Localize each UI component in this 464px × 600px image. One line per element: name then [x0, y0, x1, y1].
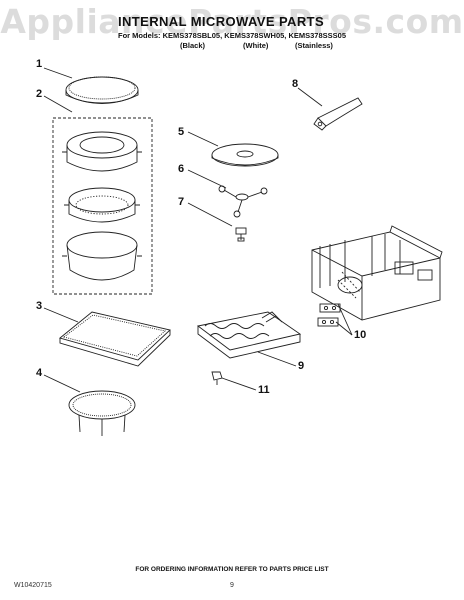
leader-3	[43, 307, 79, 323]
callout-9: 9	[298, 360, 305, 372]
callout-10: 10	[354, 329, 367, 341]
ordering-note: FOR ORDERING INFORMATION REFER TO PARTS …	[135, 566, 329, 573]
callout-4: 4	[36, 367, 43, 379]
bracket-plates-part	[317, 303, 341, 327]
baking-tray-part	[59, 311, 171, 367]
callout-2: 2	[36, 88, 43, 100]
crisper-tray-part	[65, 76, 139, 104]
callout-8: 8	[292, 78, 299, 90]
callout-5: 5	[178, 126, 185, 138]
leader-8	[297, 87, 323, 107]
variant-stainless: (Stainless)	[295, 41, 333, 50]
leader-10a	[335, 321, 353, 336]
microwave-cavity	[311, 225, 443, 321]
grill-heater-part	[196, 311, 302, 359]
leader-2	[43, 95, 73, 113]
round-rack-part	[68, 390, 136, 436]
turntable-part	[211, 143, 279, 167]
steamer-group-box	[52, 117, 153, 295]
callout-6: 6	[178, 163, 185, 175]
leader-11	[221, 377, 257, 391]
variant-white: (White)	[243, 41, 269, 50]
page-title: INTERNAL MICROWAVE PARTS	[118, 14, 325, 29]
callout-7: 7	[178, 196, 185, 208]
handle-part	[313, 97, 363, 131]
roller-support-part	[218, 185, 268, 218]
watermark: AppliancePartsPros.com	[0, 2, 464, 41]
document-number: W10420715	[14, 582, 52, 589]
steamer-cover-part	[62, 131, 142, 172]
clip-part	[211, 371, 223, 385]
leader-6	[187, 169, 227, 189]
model-list: For Models: KEMS378SBL05, KEMS378SWH05, …	[118, 31, 346, 40]
leader-5	[187, 131, 219, 147]
steamer-insert-part	[64, 187, 140, 223]
leader-7	[187, 202, 233, 227]
leader-9	[257, 351, 297, 367]
callout-11: 11	[258, 384, 270, 396]
callout-3: 3	[36, 300, 43, 312]
variant-black: (Black)	[180, 41, 206, 50]
coupler-part	[235, 227, 247, 242]
steamer-bowl-part	[62, 231, 142, 281]
page-number: 9	[230, 582, 234, 589]
leader-4	[43, 374, 81, 393]
callout-1: 1	[36, 58, 43, 70]
leader-1	[43, 67, 73, 79]
